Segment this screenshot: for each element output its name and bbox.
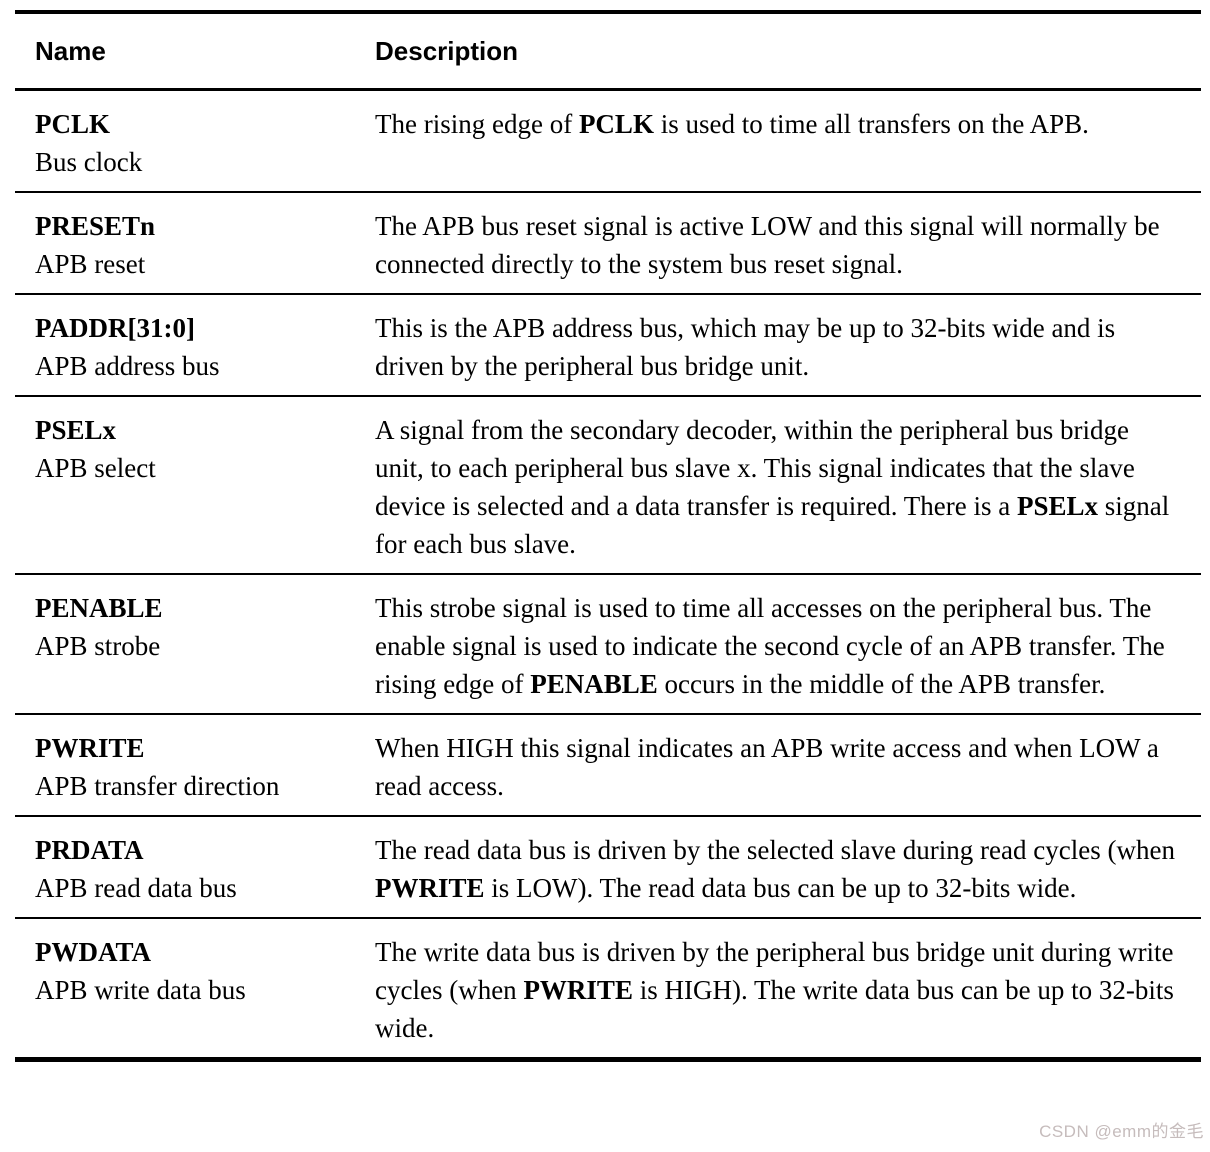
signal-name: PADDR[31:0] [35,313,195,343]
table-row: PWDATA APB write data bus The write data b… [15,919,1201,1057]
signal-name-cell: PENABLE APB strobe [15,575,375,713]
column-header-description: Description [375,36,519,66]
watermark: CSDN @emm的金毛 [1039,1122,1204,1141]
signal-subtitle: APB read data bus [35,873,237,903]
signal-name-cell: PWDATA APB write data bus [15,919,375,1057]
signal-name-cell: PCLK Bus clock [15,91,375,191]
table-row: PADDR[31:0] APB address bus This is the AP… [15,295,1201,397]
signal-subtitle: APB write data bus [35,975,246,1005]
signal-name-cell: PADDR[31:0] APB address bus [15,295,375,395]
signal-subtitle: APB strobe [35,631,161,661]
signal-description: The rising edge of PCLK is used to time … [375,109,1089,139]
signal-subtitle: Bus clock [35,147,143,177]
signal-description: When HIGH this signal indicates an APB w… [375,733,1159,801]
signal-description: A signal from the secondary decoder, wit… [375,415,1170,559]
table-row: PENABLE APB strobe This strobe signal is u… [15,575,1201,715]
signal-name: PCLK [35,109,111,139]
signal-subtitle: APB select [35,453,156,483]
signal-description: The APB bus reset signal is active LOW a… [375,211,1160,279]
signal-description: This strobe signal is used to time all a… [375,593,1165,699]
signal-name: PRDATA [35,835,144,865]
signal-description: This is the APB address bus, which may b… [375,313,1116,381]
signal-description: The write data bus is driven by the peri… [375,937,1174,1043]
signal-table: Name Description PCLK Bus clock The rising… [15,10,1201,1062]
table-row: PWRITE APB transfer direction When HIGH th… [15,715,1201,817]
signal-name: PSELx [35,415,117,445]
signal-name: PRESETn [35,211,156,241]
signal-name-cell: PRDATA APB read data bus [15,817,375,917]
signal-name: PENABLE [35,593,163,623]
signal-subtitle: APB address bus [35,351,220,381]
signal-subtitle: APB transfer direction [35,771,280,801]
signal-name: PWRITE [35,733,145,763]
column-header-name: Name [35,36,106,66]
signal-description: The read data bus is driven by the selec… [375,835,1175,903]
table-row: PRDATA APB read data bus The read data bus… [15,817,1201,919]
signal-subtitle: APB reset [35,249,146,279]
signal-name-cell: PWRITE APB transfer direction [15,715,375,815]
table-header-row: Name Description [15,14,1201,91]
table-row: PCLK Bus clock The rising edge of PCLK is … [15,91,1201,193]
signal-name: PWDATA [35,937,151,967]
table-body: PCLK Bus clock The rising edge of PCLK is … [15,91,1201,1057]
